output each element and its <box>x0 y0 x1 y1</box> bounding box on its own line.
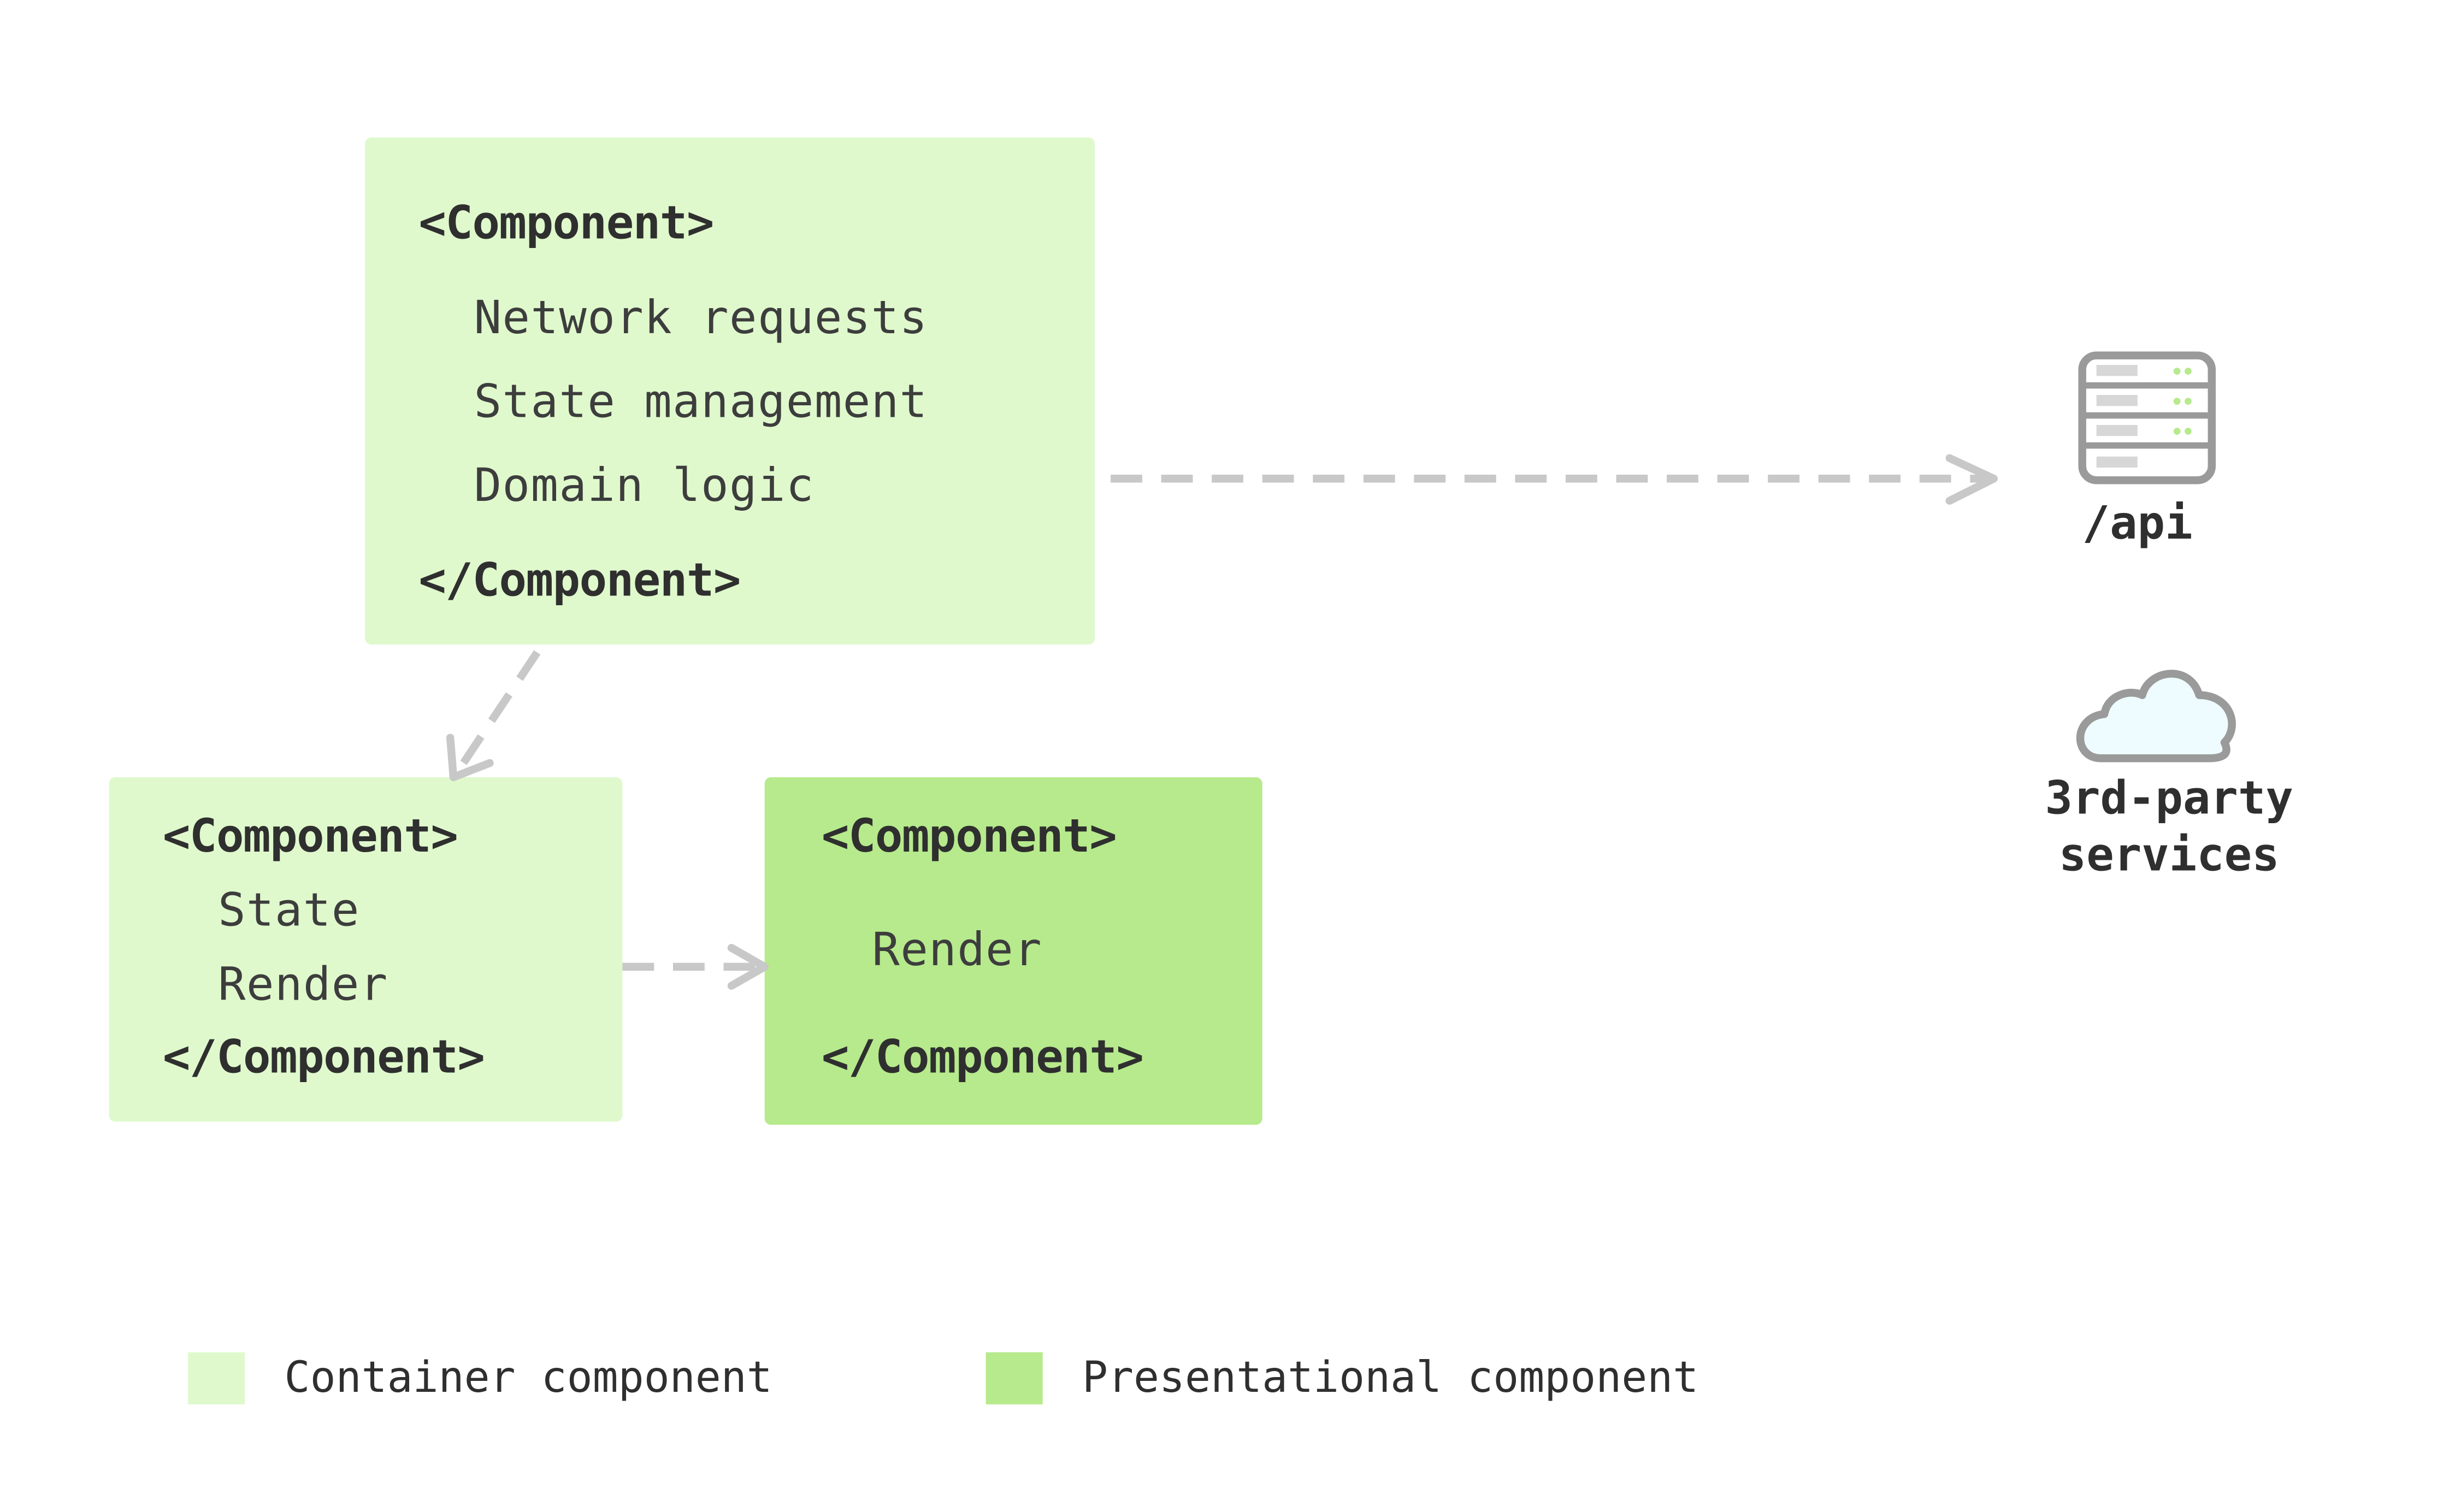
third-party-label-line2: services <box>2058 828 2280 882</box>
right-component-open-tag: <Component> <box>821 808 1117 863</box>
legend-container-swatch <box>188 1352 245 1404</box>
legend-presentational-label: Presentational component <box>1082 1354 1699 1403</box>
arrow-top-to-left <box>446 650 541 782</box>
legend-container-label: Container component <box>284 1354 772 1403</box>
right-component-line-render: Render <box>872 922 1043 977</box>
arrow-left-to-right <box>622 943 769 990</box>
right-presentational-component <box>764 777 1262 1125</box>
left-component-open-tag: <Component> <box>162 808 458 863</box>
third-party-label: 3rd-party services <box>2003 769 2335 884</box>
left-component-line-render: Render <box>218 957 388 1011</box>
top-container-component <box>365 137 1095 645</box>
left-component-line-state: State <box>218 883 360 937</box>
legend-presentational-swatch <box>985 1352 1043 1404</box>
top-component-line-state: State management <box>474 374 928 428</box>
left-component-close-tag: </Component> <box>162 1030 485 1084</box>
arrow-top-to-api <box>1111 454 1998 505</box>
top-component-close-tag: </Component> <box>418 553 741 607</box>
api-label: /api <box>2082 496 2193 550</box>
third-party-label-line1: 3rd-party <box>2045 771 2293 825</box>
top-component-open-tag: <Component> <box>418 196 714 250</box>
right-component-close-tag: </Component> <box>821 1030 1144 1084</box>
left-container-component <box>109 777 623 1122</box>
top-component-line-network: Network requests <box>474 291 928 345</box>
top-component-line-domain: Domain logic <box>474 458 815 512</box>
